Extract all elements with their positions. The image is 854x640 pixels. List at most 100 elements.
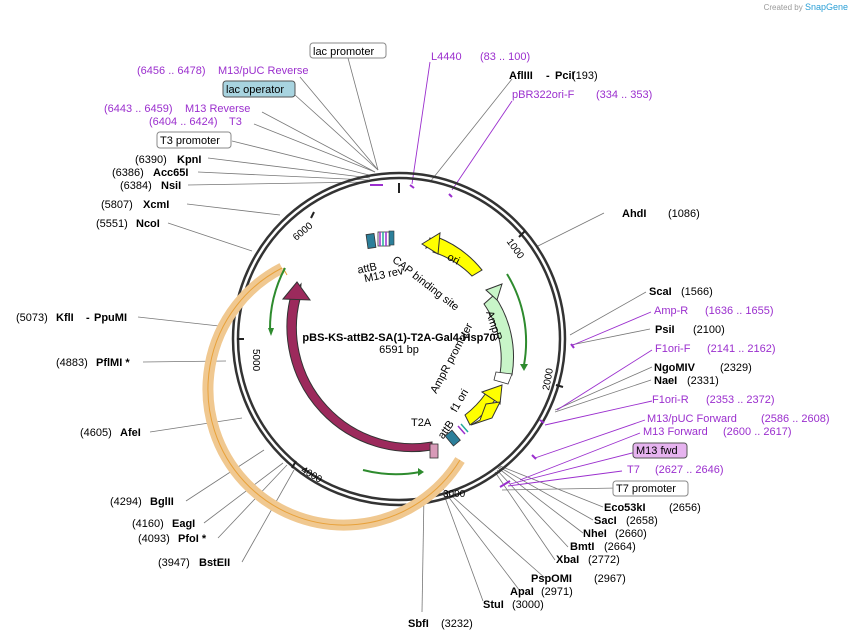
pspomi-name: PspOMI [531, 573, 572, 585]
pflmi-name: PflMI * [96, 357, 130, 369]
scai-name: ScaI [649, 286, 672, 298]
ncoi-pos: (5551) [96, 218, 128, 230]
amp-r-range: (1636 .. 1655) [705, 305, 774, 317]
t7-promoter-label: T7 promoter [616, 483, 676, 495]
acc65i-pos: (6386) [112, 167, 144, 179]
f1ori-f-range: (2141 .. 2162) [707, 343, 776, 355]
nsii-pos: (6384) [120, 180, 152, 192]
kfli-sep: - [86, 312, 90, 324]
m13puc-fwd-name: M13/pUC Forward [647, 413, 737, 425]
credit-brand: SnapGene [804, 2, 848, 12]
f1ori-r-name: F1ori-R [652, 394, 689, 406]
scai-pos: (1566) [681, 286, 713, 298]
m13-fwd-label: M13 fwd [636, 445, 678, 457]
lac-promoter-label: lac promoter [313, 46, 374, 58]
plasmid-name: pBS-KS-attB2-SA(1)-T2A-Gal4-Hsp70 [302, 332, 495, 344]
tick-5000: 5000 [250, 349, 261, 372]
acc65i-name: Acc65I [153, 167, 188, 179]
apai-name: ApaI [510, 586, 534, 598]
t3-range: (6404 .. 6424) [149, 116, 218, 128]
t3-promoter-box[interactable] [156, 131, 232, 149]
ngomiv-name: NgoMIV [654, 362, 696, 374]
ahdi-name: AhdI [622, 208, 646, 220]
sbfi-name: SbfI [408, 618, 429, 630]
ncoi-name: NcoI [136, 218, 160, 230]
attb-top-label: attB [356, 261, 378, 277]
m13-reverse-range: (6443 .. 6459) [104, 103, 173, 115]
m13-forward-name: M13 Forward [643, 426, 708, 438]
kpni-pos: (6390) [135, 154, 167, 166]
lac-operator-box[interactable] [222, 80, 296, 98]
m13-fwd-box[interactable] [632, 442, 688, 459]
pfoi-pos: (4093) [138, 533, 170, 545]
t3-promoter-label: T3 promoter [160, 135, 220, 147]
m13puc-fwd-range: (2586 .. 2608) [761, 413, 830, 425]
t2a-feature[interactable] [429, 443, 439, 459]
pbr322-range: (334 .. 353) [596, 89, 652, 101]
f1ori-f-name: F1ori-F [655, 343, 691, 355]
naei-name: NaeI [654, 375, 677, 387]
psii-pos: (2100) [693, 324, 725, 336]
bglii-pos: (4294) [110, 496, 142, 508]
ngomiv-pos: (2329) [720, 362, 752, 374]
kfli-pos: (5073) [16, 312, 48, 324]
tick-2000: 2000 [541, 367, 556, 391]
l4440-name: L4440 [431, 51, 462, 63]
afei-pos: (4605) [80, 427, 112, 439]
attb-bottom-feature[interactable] [444, 429, 461, 447]
apai-pos: (2971) [541, 586, 573, 598]
ori-feature[interactable] [432, 236, 483, 277]
afliii-name: AflIII [509, 70, 533, 82]
pfoi-name: PfoI * [178, 533, 207, 545]
nsii-name: NsiI [161, 180, 181, 192]
t3-name: T3 [229, 116, 242, 128]
m13-reverse-name: M13 Reverse [185, 103, 250, 115]
credit-prefix: Created by [763, 3, 803, 12]
afliii-pos: (193) [572, 70, 598, 82]
saci-name: SacI [594, 515, 617, 527]
m13-forward-range: (2600 .. 2617) [723, 426, 792, 438]
m13puc-rev-name: M13/pUC Reverse [218, 65, 308, 77]
ori-label: ori [445, 251, 461, 267]
xbai-pos: (2772) [588, 554, 620, 566]
ppumi-name: PpuMI [94, 312, 127, 324]
afei-name: AfeI [120, 427, 141, 439]
bsteii-pos: (3947) [158, 557, 190, 569]
kpni-name: KpnI [177, 154, 201, 166]
m13puc-rev-range: (6456 .. 6478) [137, 65, 206, 77]
plasmid-length: 6591 bp [379, 344, 419, 356]
primer-marks [370, 184, 575, 488]
green-arc-left [268, 267, 286, 331]
xcmi-pos: (5807) [101, 199, 133, 211]
afliii-sep: - [546, 70, 550, 82]
f1ori-r-range: (2353 .. 2372) [706, 394, 775, 406]
primer-leader-lines [411, 61, 653, 487]
stui-name: StuI [483, 599, 504, 611]
sbfi-pos: (3232) [441, 618, 473, 630]
green-arc-right [506, 273, 528, 366]
xbai-name: XbaI [556, 554, 579, 566]
tick-6000: 6000 [291, 220, 315, 243]
eagi-pos: (4160) [132, 518, 164, 530]
lac-operator-label: lac operator [226, 84, 284, 96]
pbr322-name: pBR322ori-F [512, 89, 575, 101]
xcmi-name: XcmI [143, 199, 169, 211]
psii-name: PsiI [655, 324, 675, 336]
attb-top-feature[interactable] [365, 233, 377, 249]
lac-promoter-box[interactable] [309, 42, 387, 59]
tick-4000: 4000 [299, 465, 324, 486]
naei-pos: (2331) [687, 375, 719, 387]
t7-promoter-box[interactable] [612, 480, 689, 497]
pcii-name: PciI [555, 70, 575, 82]
tick-3000: 3000 [443, 489, 466, 500]
ahdi-pos: (1086) [668, 208, 700, 220]
bmti-pos: (2664) [604, 541, 636, 553]
t7-range: (2627 .. 2646) [655, 464, 724, 476]
saci-pos: (2658) [626, 515, 658, 527]
ampr-promoter-feature[interactable] [493, 371, 513, 385]
snapgene-credit: Created by SnapGene [764, 2, 848, 12]
bmti-name: BmtI [570, 541, 594, 553]
bsteii-name: BstEII [199, 557, 230, 569]
f1-ori-label: f1 ori [449, 387, 472, 414]
